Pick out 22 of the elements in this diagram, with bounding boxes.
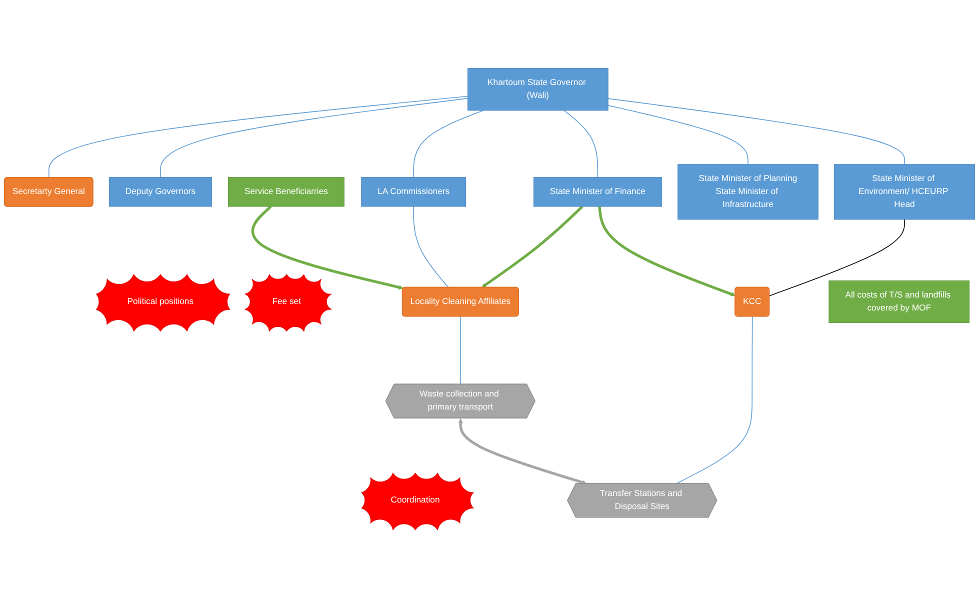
- connector: [608, 98, 905, 166]
- connector: [769, 219, 905, 297]
- node-box: Service Beneficiarries: [228, 177, 344, 208]
- arrow: [598, 206, 736, 297]
- arrow: [251, 206, 404, 290]
- node-box: LA Commissioners: [361, 177, 466, 208]
- connector: [460, 316, 462, 386]
- node-box: All costs of T/S and landfills covered by MOF: [828, 280, 970, 324]
- connector: [413, 206, 449, 288]
- connector: [608, 105, 748, 166]
- node-box: Khartoum State Governor (Wali): [468, 68, 608, 112]
- connector: [564, 110, 598, 178]
- node-box: State Minister of Finance: [533, 177, 662, 208]
- connector: [413, 110, 484, 178]
- node-box: State Minister of Environment/ HCEURP Head: [834, 164, 975, 220]
- node-box: State Minister of Planning State Minister of Infrastructure: [678, 164, 818, 220]
- connector: [160, 98, 468, 178]
- connector: [676, 316, 753, 484]
- arrow: [458, 418, 587, 486]
- node-box: Deputy Governors: [108, 177, 212, 208]
- arrow: [482, 206, 584, 288]
- connector: [48, 96, 468, 178]
